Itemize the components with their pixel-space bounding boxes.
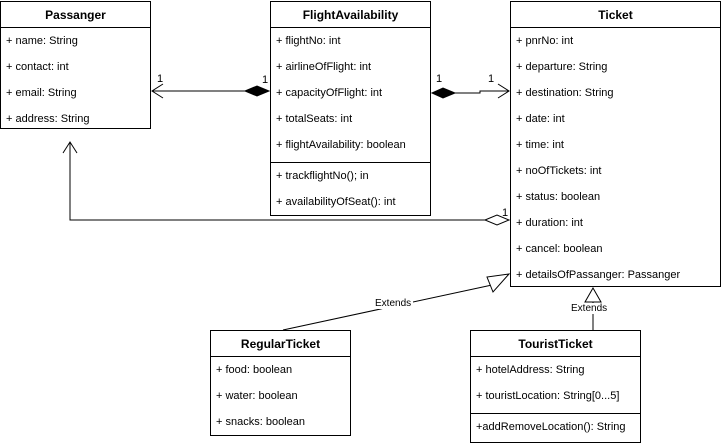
aggregation-ticket-passanger-line bbox=[69, 142, 485, 221]
attribute: + capacityOfFlight: int bbox=[276, 87, 383, 99]
class-regular-ticket-title: RegularTicket bbox=[211, 331, 350, 357]
attribute: + totalSeats: int bbox=[276, 113, 353, 125]
hollow-triangle-icon bbox=[486, 273, 511, 293]
attribute: + destination: String bbox=[516, 87, 614, 99]
class-passanger[interactable]: Passanger + name: String + contact: int … bbox=[0, 1, 151, 129]
multiplicity-ticket-end: 1 bbox=[502, 207, 509, 219]
class-flight-availability-title: FlightAvailability bbox=[271, 2, 430, 28]
extends-label: Extends bbox=[569, 303, 610, 314]
attribute: + name: String bbox=[6, 35, 78, 47]
attribute: + pnrNo: int bbox=[516, 35, 574, 47]
class-regular-ticket-attributes: + food: boolean + water: boolean + snack… bbox=[211, 357, 350, 435]
filled-diamond-icon bbox=[430, 87, 457, 99]
open-arrow-head-icon bbox=[62, 141, 78, 154]
attribute: + flightAvailability: boolean bbox=[276, 139, 406, 151]
method: + trackflightNo(); in bbox=[276, 170, 369, 182]
class-passanger-attributes: + name: String + contact: int + email: S… bbox=[1, 28, 150, 132]
open-arrow-head-icon bbox=[497, 83, 510, 99]
class-flight-availability-attributes: + flightNo: int + airlineOfFlight: int +… bbox=[271, 28, 430, 163]
extends-label: Extends bbox=[373, 298, 414, 309]
attribute: + contact: int bbox=[6, 61, 69, 73]
class-flight-availability-methods: + trackflightNo(); in + availabilityOfSe… bbox=[271, 163, 430, 215]
attribute: + noOfTickets: int bbox=[516, 165, 602, 177]
attribute: + flightNo: int bbox=[276, 35, 341, 47]
attribute: + hotelAddress: String bbox=[476, 364, 585, 376]
class-tourist-ticket-attributes: + hotelAddress: String + touristLocation… bbox=[471, 357, 640, 414]
composition-flight-ticket-line bbox=[455, 90, 509, 94]
attribute: + date: int bbox=[516, 113, 565, 125]
attribute: + status: boolean bbox=[516, 191, 601, 203]
multiplicity-flight-end: 1 bbox=[436, 73, 443, 85]
multiplicity-flight-end: 1 bbox=[262, 74, 269, 86]
attribute: + email: String bbox=[6, 87, 77, 99]
attribute: + airlineOfFlight: int bbox=[276, 61, 372, 73]
filled-diamond-icon bbox=[243, 85, 271, 97]
multiplicity-ticket-end: 1 bbox=[488, 73, 495, 85]
class-ticket-attributes: + pnrNo: int + departure: String + desti… bbox=[511, 28, 720, 288]
attribute: + address: String bbox=[6, 113, 90, 125]
class-ticket-title: Ticket bbox=[511, 2, 720, 28]
attribute: + time: int bbox=[516, 139, 564, 151]
attribute: + cancel: boolean bbox=[516, 243, 603, 255]
class-passanger-title: Passanger bbox=[1, 2, 150, 28]
attribute: + duration: int bbox=[516, 217, 583, 229]
class-flight-availability[interactable]: FlightAvailability + flightNo: int + air… bbox=[270, 1, 431, 216]
class-tourist-ticket-title: TouristTicket bbox=[471, 331, 640, 357]
multiplicity-passanger-end: 1 bbox=[157, 73, 164, 85]
attribute: + departure: String bbox=[516, 61, 608, 73]
method: +addRemoveLocation(): String bbox=[476, 421, 626, 433]
attribute: + snacks: boolean bbox=[216, 416, 305, 428]
method: + availabilityOfSeat(): int bbox=[276, 196, 396, 208]
class-regular-ticket[interactable]: RegularTicket + food: boolean + water: b… bbox=[210, 330, 351, 436]
open-diamond-icon bbox=[483, 214, 511, 226]
open-arrow-head-icon bbox=[151, 83, 164, 99]
attribute: + food: boolean bbox=[216, 364, 293, 376]
attribute: + detailsOfPassanger: Passanger bbox=[516, 269, 681, 281]
hollow-triangle-icon bbox=[584, 286, 602, 303]
attribute: + water: boolean bbox=[216, 390, 298, 402]
class-tourist-ticket[interactable]: TouristTicket + hotelAddress: String + t… bbox=[470, 330, 641, 443]
attribute: + touristLocation: String[0...5] bbox=[476, 390, 620, 402]
class-ticket[interactable]: Ticket + pnrNo: int + departure: String … bbox=[510, 1, 721, 287]
class-tourist-ticket-methods: +addRemoveLocation(): String bbox=[471, 414, 640, 440]
